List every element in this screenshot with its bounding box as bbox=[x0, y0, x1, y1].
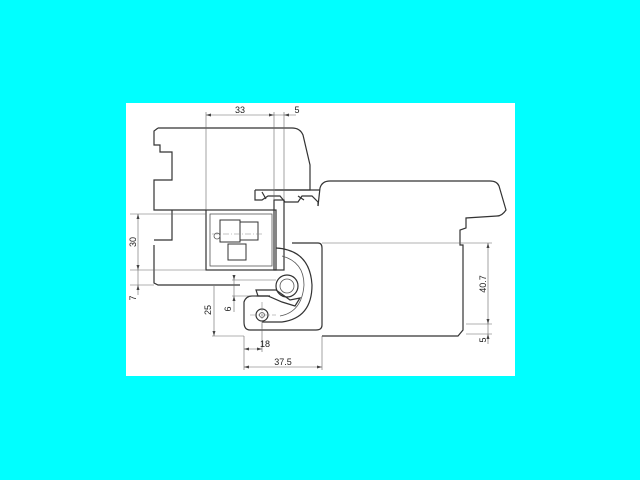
dim-37-5 bbox=[244, 365, 322, 369]
screw-head bbox=[213, 232, 221, 240]
dim-6 bbox=[232, 275, 236, 312]
label-6: 6 bbox=[223, 306, 233, 311]
label-18: 18 bbox=[260, 339, 270, 349]
dim-40-7 bbox=[486, 243, 490, 324]
label-5-top: 5 bbox=[294, 105, 299, 115]
dim-33 bbox=[206, 113, 274, 117]
label-37-5: 37.5 bbox=[274, 357, 292, 367]
pivot-ring bbox=[275, 274, 299, 298]
dim-5-right bbox=[486, 324, 490, 344]
pivot-ring-inner bbox=[279, 278, 295, 294]
top-seal bbox=[254, 189, 320, 206]
label-30: 30 bbox=[128, 237, 138, 247]
frame-hinge-housing bbox=[205, 209, 277, 271]
dim-25 bbox=[212, 286, 216, 336]
label-25: 25 bbox=[203, 305, 213, 315]
dim-30 bbox=[136, 214, 140, 270]
frame-profile bbox=[153, 127, 311, 286]
label-7: 7 bbox=[128, 295, 138, 300]
dim-7 bbox=[136, 270, 140, 295]
label-33: 33 bbox=[235, 105, 245, 115]
frame-lower-step bbox=[154, 210, 173, 241]
dim-18 bbox=[244, 347, 262, 351]
door-leaf-profile bbox=[317, 180, 507, 337]
adjustment-screw bbox=[239, 221, 259, 241]
label-40-7: 40.7 bbox=[478, 275, 488, 293]
lever bbox=[255, 289, 302, 307]
cam-block bbox=[227, 243, 247, 261]
hinge-arm-inner bbox=[279, 255, 305, 317]
shaft-plate bbox=[273, 199, 285, 271]
housing-inner bbox=[209, 213, 273, 267]
dim-5-top bbox=[274, 113, 296, 117]
adjustment-block bbox=[219, 219, 241, 243]
drawing-panel bbox=[126, 103, 515, 376]
leaf-hinge-housing bbox=[243, 242, 323, 331]
hinge-arm bbox=[262, 247, 313, 323]
label-5-right: 5 bbox=[478, 337, 488, 342]
